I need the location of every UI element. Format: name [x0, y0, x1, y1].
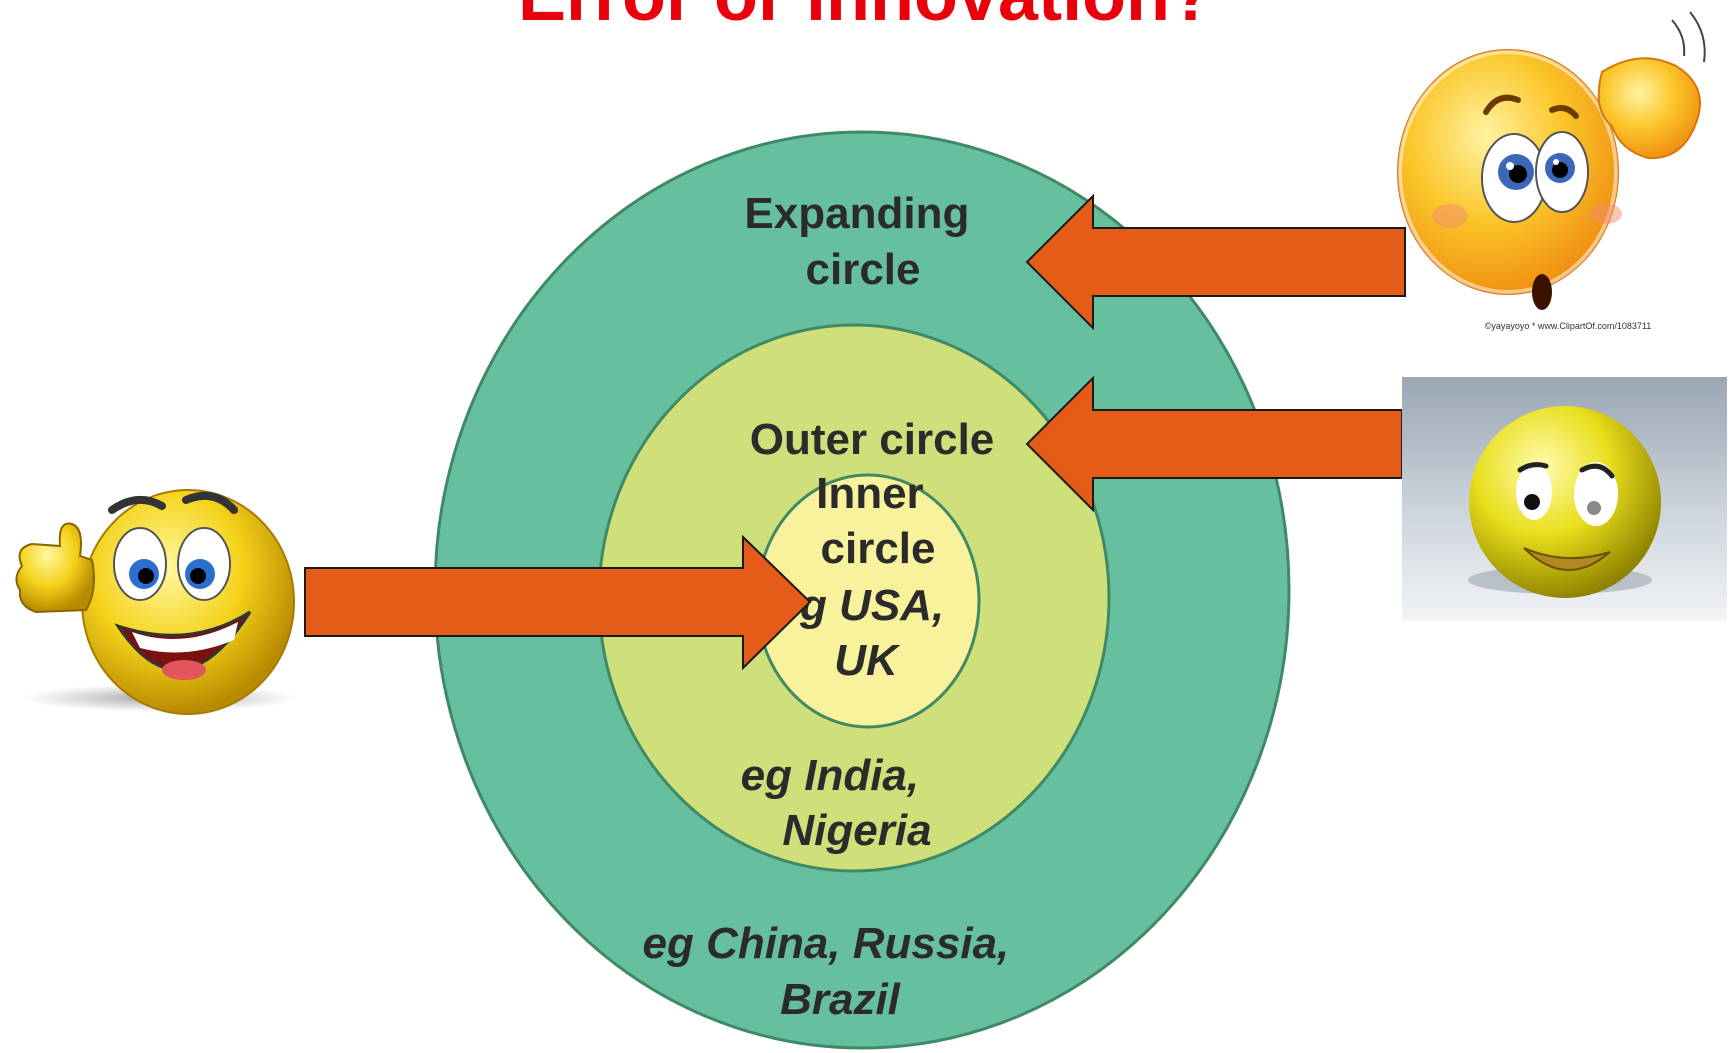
confused-scratching-head-smiley-icon: ©yayayoyo * www.ClipartOf.com/1083711: [1397, 11, 1706, 331]
arrow-left-icon: [1025, 193, 1406, 331]
arrow-left-icon: [304, 534, 812, 671]
thumbs-up-smiley-icon: [15, 489, 300, 715]
arrow-left-icon: [1025, 375, 1403, 513]
slide-title: Error or innovation?: [0, 0, 1732, 36]
skeptical-smiley-icon: [1402, 377, 1727, 621]
clipart-credit: ©yayayoyo * www.ClipartOf.com/1083711: [1485, 321, 1652, 331]
circles-group: [433, 130, 1291, 1050]
inner-circle-label: Inner circle: [816, 469, 936, 573]
outer-circle-example: eg India, Nigeria: [741, 751, 932, 855]
expanding-circle-example: eg China, Russia, Brazil: [643, 919, 1022, 1024]
outer-circle-label: Outer circle: [750, 415, 995, 464]
expanding-circle-label: Expanding circle: [744, 189, 981, 294]
